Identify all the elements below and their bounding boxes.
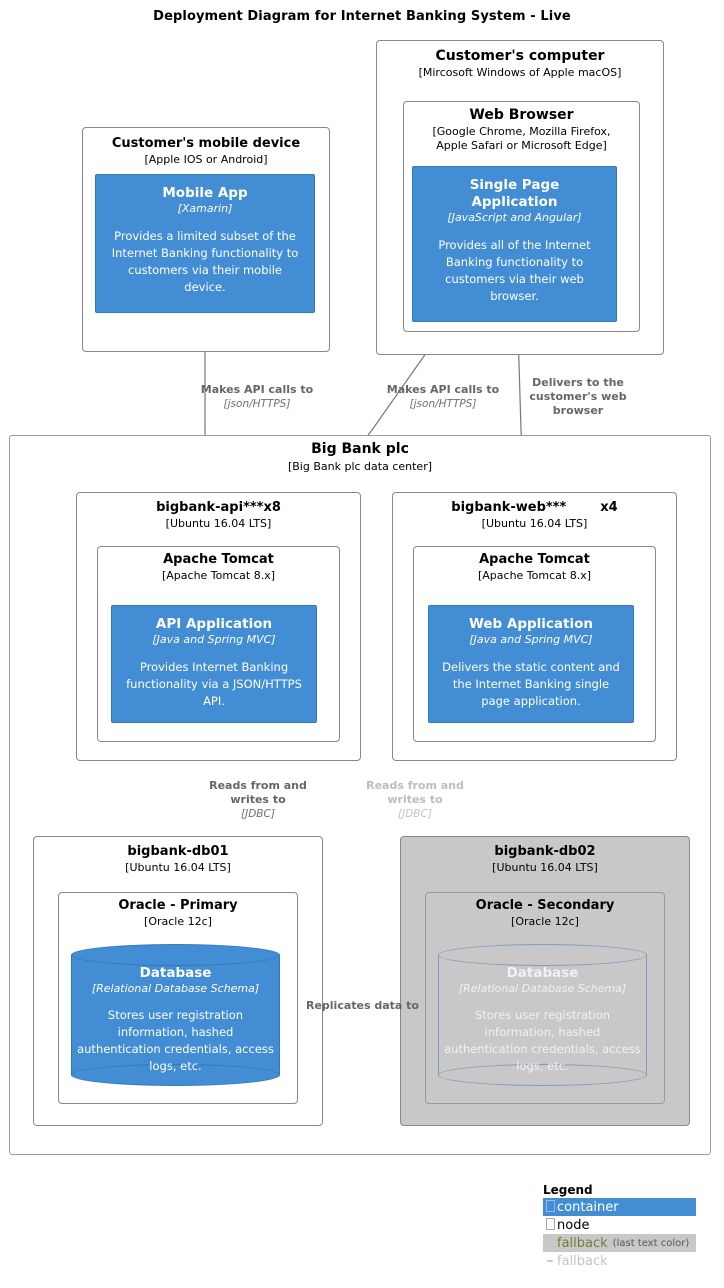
relationship-technology: [JDBC] [398,808,432,820]
legend: Legend container node fallback (last tex… [543,1182,703,1270]
node-technology: [Mircosoft Windows of Apple macOS] [418,66,622,79]
container-description: Provides a limited subset of the Interne… [111,229,299,294]
node-technology: [Apache Tomcat 8.x] [477,569,591,582]
node-technology: [Ubuntu 16.04 LTS] [165,517,272,530]
cylinder-top [438,944,647,966]
container-description: Stores user registration information, ha… [444,1008,641,1073]
container-name-line1: Single Page [469,177,560,193]
relationship-label-db01-to-db02: Replicates data to [290,999,435,1013]
container-technology: [Relational Database Schema] [458,982,627,995]
relationship-label-web-to-browser: Delivers to the customer's web browser [521,376,635,418]
legend-item-label: container [557,1199,619,1215]
container-name: Database [506,965,579,981]
node-title: bigbank-api***x8 [156,500,281,515]
container-name: Database [139,965,212,981]
legend-item-note: (last text color) [612,1237,690,1249]
container-api-application[interactable]: API Application [Java and Spring MVC] Pr… [111,605,317,723]
relationship-label-api-to-db01: Reads from and writes to [JDBC] [188,779,328,821]
missing-glyph-icon [543,1200,557,1214]
relationship-name-line2: writes to [387,793,443,806]
node-instances: x4 [600,500,618,515]
legend-item-fallback-line[interactable]: – fallback [543,1252,696,1270]
cylinder-bottom [71,1064,280,1086]
container-database-primary[interactable]: Database [Relational Database Schema] St… [71,944,280,1086]
relationship-technology: [json/HTTPS] [223,398,291,410]
node-oracle-secondary[interactable]: Oracle - Secondary [Oracle 12c] [425,892,665,1104]
node-name: bigbank-web*** [451,500,567,515]
node-title: Apache Tomcat [479,552,590,567]
node-technology: [Ubuntu 16.04 LTS] [125,861,231,874]
node-technology-line2: Apple Safari or Microsoft Edge] [436,139,607,152]
relationship-label-api-to-db02: Reads from and writes to [JDBC] [345,779,485,821]
relationship-technology: [JDBC] [241,808,275,820]
legend-item-label: fallback [557,1253,608,1269]
legend-item-label: node [557,1217,590,1233]
relationship-name-line1: Reads from and [366,779,464,792]
missing-glyph-icon [543,1218,557,1232]
node-technology: [Apache Tomcat 8.x] [161,569,275,582]
container-technology: [Xamarin] [177,202,233,215]
node-title: Oracle - Secondary [475,898,615,913]
cylinder-top [71,944,280,966]
node-title: bigbank-web*** x4 [393,500,676,516]
container-description: Stores user registration information, ha… [77,1008,274,1073]
relationship-name-line1: Delivers to the [532,376,624,389]
container-name: Web Application [468,616,594,632]
cylinder-text: Database [Relational Database Schema] St… [438,964,647,1075]
legend-item-label: fallback [557,1235,608,1251]
node-title: Apache Tomcat [163,552,274,567]
node-title: Big Bank plc [311,441,409,457]
container-technology: [Java and Spring MVC] [152,633,276,646]
container-description: Provides Internet Banking functionality … [126,660,302,708]
node-technology: [Big Bank plc data center] [287,460,433,473]
container-mobile-app[interactable]: Mobile App [Xamarin] Provides a limited … [95,174,315,313]
legend-item-node[interactable]: node [543,1216,696,1234]
node-technology-line1: [Google Chrome, Mozilla Firefox, [432,125,611,138]
node-technology: [Ubuntu 16.04 LTS] [481,517,588,530]
node-title: Oracle - Primary [118,898,238,913]
relationship-name-line2: customer's web [529,390,627,403]
container-web-application[interactable]: Web Application [Java and Spring MVC] De… [428,605,634,723]
node-technology: [Oracle 12c] [144,915,212,928]
relationship-technology: [json/HTTPS] [409,398,477,410]
relationship-label-spa-to-api: Makes API calls to [json/HTTPS] [372,383,514,411]
container-name: API Application [155,616,273,632]
legend-title: Legend [543,1183,593,1197]
page-title: Deployment Diagram for Internet Banking … [153,9,571,24]
relationship-name-line1: Reads from and [209,779,307,792]
legend-item-container[interactable]: container [543,1198,696,1216]
dash-line-icon: – [546,1253,554,1269]
cylinder-body [71,955,280,1075]
cylinder-text: Database [Relational Database Schema] St… [71,964,280,1075]
node-technology: [Oracle 12c] [511,915,579,928]
node-title: bigbank-db02 [494,844,596,859]
container-technology: [Java and Spring MVC] [469,633,593,646]
container-name-line2: Application [471,194,558,210]
relationship-name-line3: browser [552,404,604,417]
node-title: Customer's mobile device [111,136,301,151]
relationship-name: Replicates data to [305,999,419,1012]
container-single-page-application[interactable]: Single Page Application [JavaScript and … [412,166,617,322]
node-title: Customer's computer [435,48,605,64]
container-description: Provides all of the Internet Banking fun… [438,238,591,303]
node-technology: [Apple IOS or Android] [144,153,268,166]
node-technology: [Ubuntu 16.04 LTS] [492,861,598,874]
relationship-name-line2: writes to [230,793,286,806]
container-technology: [Relational Database Schema] [91,982,260,995]
container-name: Mobile App [162,185,248,201]
node-title: Web Browser [469,107,574,123]
relationship-name: Makes API calls to [386,383,500,396]
node-title: bigbank-db01 [127,844,229,859]
container-description: Delivers the static content and the Inte… [442,660,620,708]
container-database-secondary[interactable]: Database [Relational Database Schema] St… [438,944,647,1086]
cylinder-bottom [438,1064,647,1086]
container-technology: [JavaScript and Angular] [447,211,582,224]
legend-item-fallback-text[interactable]: fallback (last text color) [543,1234,696,1252]
relationship-name: Makes API calls to [200,383,314,396]
cylinder-body [438,955,647,1075]
relationship-label-mobile-to-api: Makes API calls to [json/HTTPS] [186,383,328,411]
